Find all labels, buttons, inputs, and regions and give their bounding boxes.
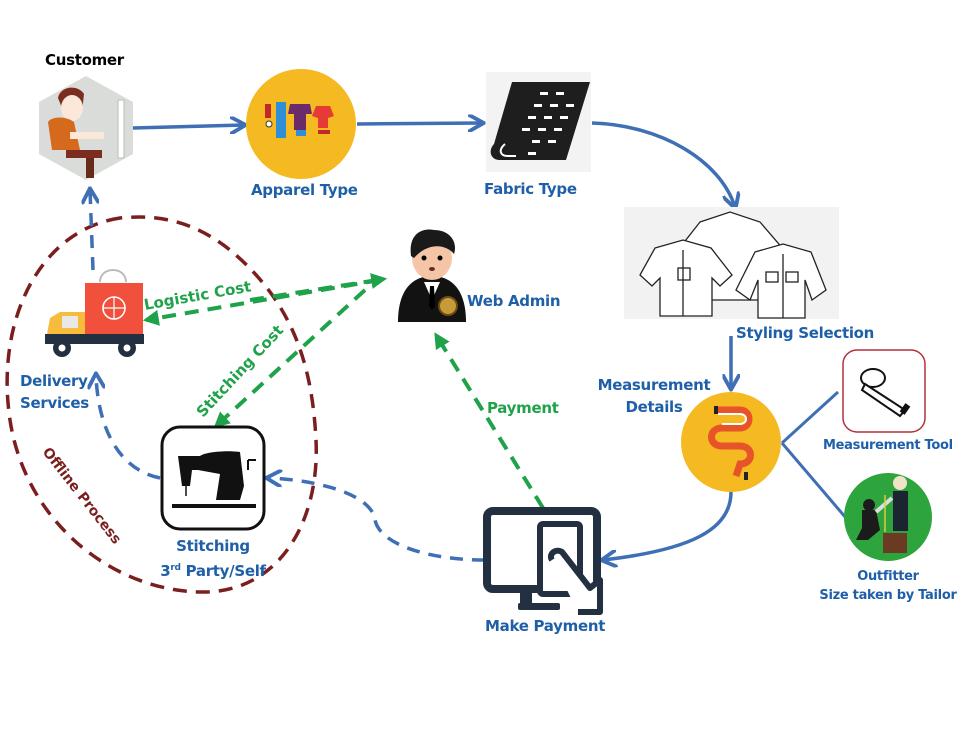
stitching-ordinal-suffix: rd bbox=[170, 563, 181, 573]
delivery-services-label: Delivery Services bbox=[20, 370, 89, 414]
arrow-fabric-to-styling bbox=[591, 121, 735, 207]
make-payment-label: Make Payment bbox=[485, 617, 606, 635]
outfitter-line2: Size taken by Tailor bbox=[819, 588, 957, 603]
stitching-party-text: Party/Self bbox=[180, 562, 266, 580]
computer-card-payment-icon bbox=[483, 507, 603, 615]
tailor-measuring-icon bbox=[844, 473, 932, 561]
branch-measurement-tool bbox=[780, 390, 840, 445]
arrow-delivery-to-customer bbox=[90, 190, 93, 271]
measurement-details-line2: Details bbox=[625, 398, 683, 416]
delivery-line1: Delivery bbox=[20, 372, 88, 390]
apparel-clothing-icon bbox=[246, 69, 356, 179]
payment-label: Payment bbox=[487, 399, 559, 417]
web-admin-label: Web Admin bbox=[467, 292, 561, 310]
arrow-payment-to-admin bbox=[434, 332, 545, 510]
shirts-icon bbox=[624, 207, 839, 319]
branch-outfitter bbox=[780, 442, 848, 519]
offline-process-boundary bbox=[5, 215, 318, 594]
offline-process-label: Offline Process bbox=[39, 445, 124, 548]
measurement-details-label: Measurement Details bbox=[596, 374, 712, 418]
stitching-label: Stitching 3rd Party/Self bbox=[143, 535, 283, 582]
arrow-measurement-to-payment bbox=[603, 491, 733, 560]
outfitter-line1: Outfitter bbox=[857, 569, 919, 584]
outfitter-label: Outfitter Size taken by Tailor bbox=[818, 567, 958, 605]
arrow-apparel-to-fabric bbox=[356, 123, 482, 124]
fabric-type-label: Fabric Type bbox=[484, 180, 577, 198]
measurement-details-line1: Measurement bbox=[597, 376, 711, 394]
logistic-cost-label: Logistic Cost bbox=[143, 277, 253, 314]
arrow-stitching-to-delivery bbox=[96, 375, 161, 480]
apparel-type-label: Apparel Type bbox=[251, 181, 358, 199]
arrow-logistic-cost bbox=[142, 278, 381, 326]
delivery-truck-icon bbox=[45, 269, 144, 357]
arrow-payment-to-stitching bbox=[268, 478, 486, 562]
styling-selection-label: Styling Selection bbox=[736, 324, 875, 342]
sewing-machine-icon bbox=[160, 425, 266, 531]
customer-label: Customer bbox=[45, 51, 124, 69]
stitching-line2: 3rd Party/Self bbox=[143, 557, 283, 582]
fabric-roll-icon bbox=[486, 72, 591, 172]
delivery-line2: Services bbox=[20, 394, 89, 412]
arrow-stitching-cost bbox=[213, 288, 367, 429]
tape-ribbon-icon bbox=[681, 392, 781, 492]
measuring-tape-icon bbox=[842, 349, 926, 433]
admin-person-icon bbox=[398, 229, 466, 322]
stitching-line1: Stitching bbox=[176, 537, 250, 555]
arrow-customer-to-apparel bbox=[132, 125, 244, 128]
measurement-tool-label: Measurement Tool bbox=[823, 438, 953, 453]
customer-at-computer-icon bbox=[39, 76, 133, 180]
stitching-ordinal-number: 3 bbox=[160, 562, 171, 580]
